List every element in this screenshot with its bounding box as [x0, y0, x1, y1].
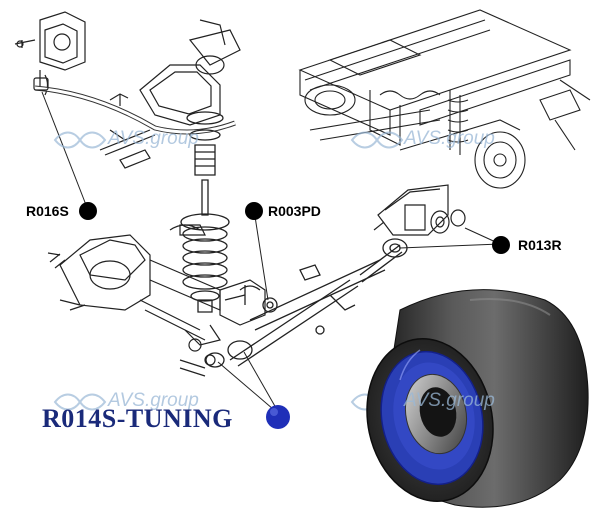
marker-r013r	[492, 236, 510, 254]
marker-r003pd	[245, 202, 263, 220]
watermark-text: AVS.group	[108, 390, 199, 411]
coil-spring	[180, 111, 230, 313]
featured-part-label: R014S-TUNING	[42, 404, 233, 433]
marker-r014s	[266, 405, 290, 429]
part-label-r003pd: R003PD	[268, 203, 321, 219]
bushing-render	[366, 289, 589, 508]
infinity-loop-icon	[53, 131, 404, 411]
leader-lines	[41, 91, 501, 416]
part-label-r013r: R013R	[518, 237, 562, 253]
frame-axle-assembly	[298, 9, 591, 189]
watermark-text: AVS.group	[404, 128, 495, 149]
watermark-text: AVS.group	[404, 390, 495, 411]
part-label-r016s: R016S	[26, 203, 69, 219]
marker-r016s	[79, 202, 97, 220]
differential-assembly	[47, 224, 266, 377]
trailing-arms	[205, 238, 408, 368]
watermark-text: AVS.group	[108, 128, 199, 149]
stabilizer-assembly	[14, 11, 241, 169]
bracket-assembly	[373, 184, 466, 236]
